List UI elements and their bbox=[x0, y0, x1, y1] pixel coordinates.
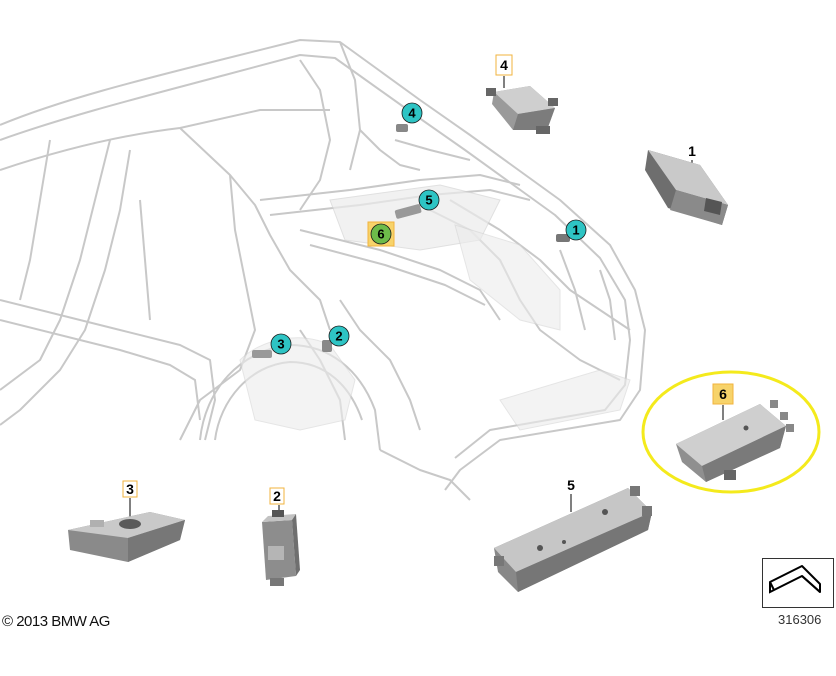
callout-3-number: 3 bbox=[277, 337, 284, 352]
part-4[interactable]: 4 bbox=[486, 54, 558, 134]
location-marker bbox=[396, 124, 408, 132]
callout-5[interactable]: 5 bbox=[394, 189, 440, 219]
callout-6[interactable]: 6 bbox=[367, 221, 395, 247]
car-body-panels bbox=[239, 184, 631, 431]
part-2-number: 2 bbox=[273, 488, 281, 504]
callout-1[interactable]: 1 bbox=[556, 219, 587, 242]
part-1[interactable]: 1 bbox=[645, 143, 728, 225]
highlight-ellipse bbox=[641, 370, 821, 494]
wedge-bracket-icon bbox=[68, 512, 185, 562]
control-unit-with-connectors-icon bbox=[676, 400, 794, 482]
callout-4-number: 4 bbox=[408, 106, 416, 121]
part-5[interactable]: 5 bbox=[494, 477, 652, 592]
part-1-number: 1 bbox=[688, 143, 696, 159]
part-2[interactable]: 2 bbox=[262, 487, 300, 586]
callout-2[interactable]: 2 bbox=[322, 325, 350, 352]
copyright-text: © 2013 BMW AG bbox=[2, 613, 110, 630]
control-unit-flat-box-icon bbox=[645, 150, 728, 225]
location-marker bbox=[252, 350, 272, 358]
callout-5-number: 5 bbox=[425, 193, 432, 208]
callout-4[interactable]: 4 bbox=[396, 102, 423, 132]
callout-3[interactable]: 3 bbox=[252, 333, 292, 358]
part-5-number: 5 bbox=[567, 477, 575, 493]
callout-2-number: 2 bbox=[335, 329, 342, 344]
callout-6-number: 6 bbox=[377, 227, 384, 242]
long-control-module-icon bbox=[494, 486, 652, 592]
part-4-number: 4 bbox=[500, 57, 508, 73]
part-3[interactable]: 3 bbox=[68, 480, 185, 562]
part-6[interactable]: 6 bbox=[641, 370, 821, 494]
location-marker bbox=[394, 204, 422, 219]
location-marker bbox=[556, 234, 570, 242]
callout-1-number: 1 bbox=[572, 223, 579, 238]
sensor-unit-with-connectors-icon bbox=[486, 86, 558, 134]
part-6-number: 6 bbox=[719, 386, 727, 402]
nav-arrow-icon bbox=[769, 565, 821, 594]
diagram-id: 316306 bbox=[778, 612, 822, 627]
small-sensor-module-icon bbox=[262, 510, 300, 586]
location-marker bbox=[322, 340, 332, 352]
part-3-number: 3 bbox=[126, 481, 134, 497]
